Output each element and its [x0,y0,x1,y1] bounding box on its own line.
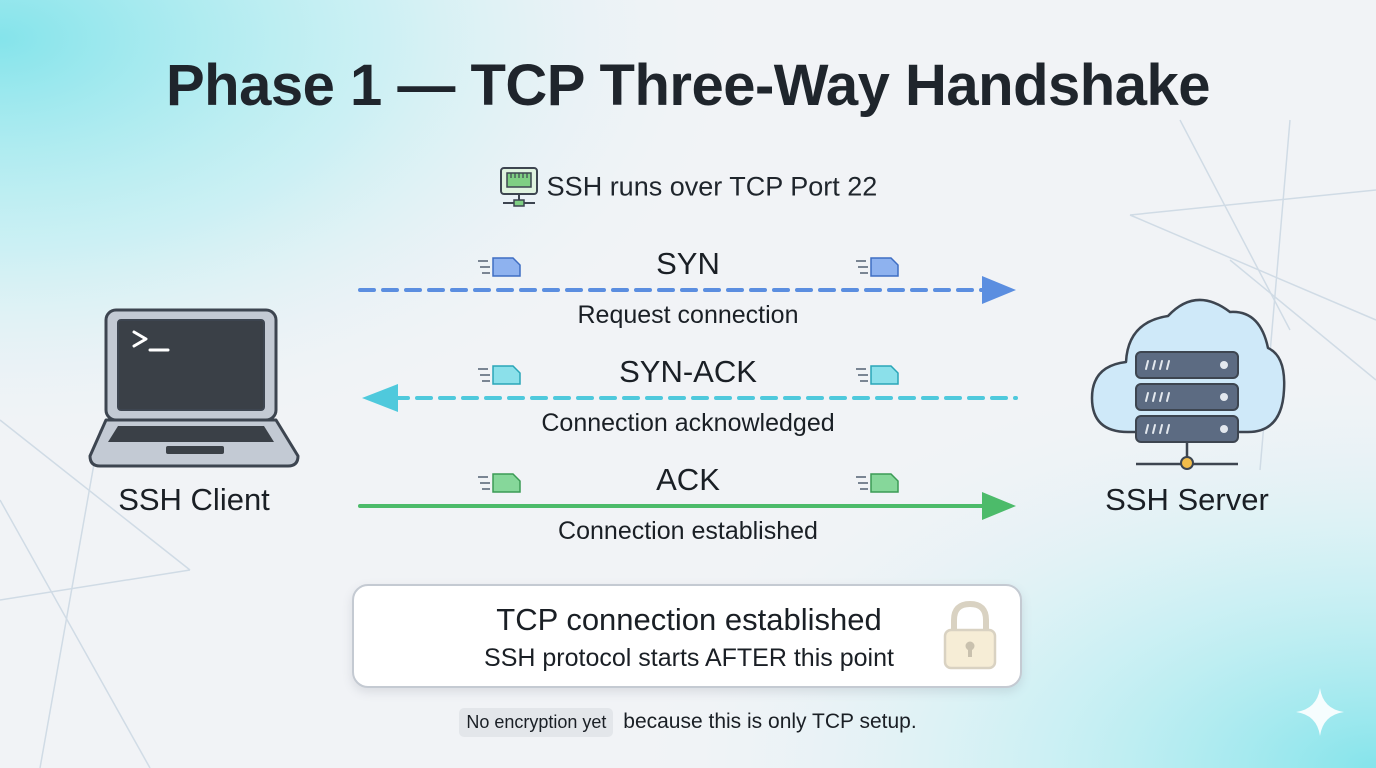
footnote: No encryption yet because this is only T… [0,708,1376,737]
message-label-syn: SYN [656,246,720,281]
message-label-ack: ACK [656,462,720,497]
message-desc-syn: Request connection [577,301,799,329]
server-label: SSH Server [1105,482,1269,517]
message-desc-syn-ack: Connection acknowledged [541,409,835,437]
packet-icon [856,257,899,277]
arrow-syn [358,276,1016,304]
no-encryption-badge: No encryption yet [459,708,614,737]
status-line-1: TCP connection established [496,602,882,637]
packet-icon [478,365,521,385]
client-label: SSH Client [118,482,270,517]
status-line-2: SSH protocol starts AFTER this point [484,644,894,672]
subtitle: SSH runs over TCP Port 22 [0,166,1376,208]
packet-icon [856,473,899,493]
page-title: Phase 1 — TCP Three-Way Handshake [166,53,1210,118]
arrow-syn-ack [362,384,1018,412]
subtitle-text: SSH runs over TCP Port 22 [546,171,878,202]
footnote-text: because this is only TCP setup. [623,710,917,733]
arrow-ack [358,492,1016,520]
network-port-icon [499,167,538,207]
message-desc-ack: Connection established [558,517,818,545]
sparkle-icon [1296,688,1344,736]
lock-icon [943,600,997,670]
packet-icon [856,365,899,385]
cloud-server-icon [1090,298,1286,470]
status-box: TCP connection established SSH protocol … [352,584,1022,688]
laptop-terminal-icon [88,308,300,468]
packet-icon [478,473,521,493]
message-label-syn-ack: SYN-ACK [619,354,757,389]
packet-icon [478,257,521,277]
